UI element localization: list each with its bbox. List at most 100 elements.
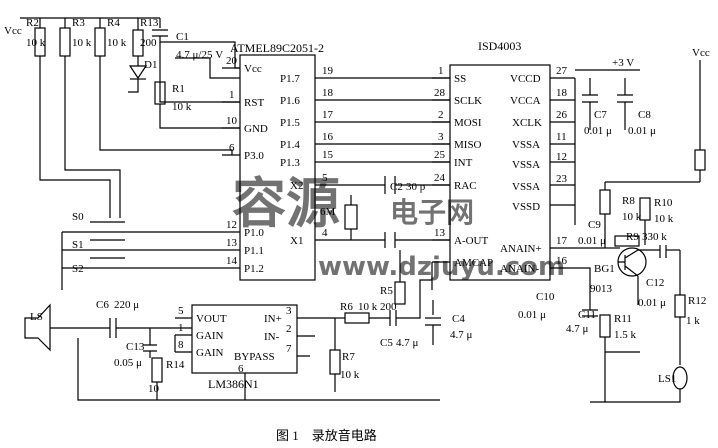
isd-pin-label: VSSA [512, 181, 540, 193]
r1-label: R1 [172, 83, 185, 95]
mcu-pin-label: GND [244, 123, 268, 135]
isd-pin-num: 1 [438, 65, 444, 77]
mcu-pin-num: 19 [322, 65, 334, 77]
c5-value: 4.7 μ [396, 337, 419, 349]
mcu-pin-label: P1.6 [280, 95, 300, 107]
c8-value: 0.01 μ [628, 125, 656, 137]
isd-pin-label: INT [454, 157, 473, 169]
mcu-pin-num: 20 [226, 55, 238, 67]
c7-value: 0.01 μ [584, 125, 612, 137]
c6-value: 220 μ [114, 299, 139, 311]
amp-pin-label: VOUT [196, 313, 227, 325]
isd-pin-label: A-OUT [454, 235, 488, 247]
isd-left-pins: 1 SS 28 SCLK 2 MOSI 3 MISO 25 INT 24 RAC… [434, 65, 493, 269]
c1-label: C1 [176, 31, 189, 43]
amp-pin-num: 6 [238, 363, 244, 375]
watermark-url: www.dzjuyu.com [318, 252, 565, 282]
bg1-label: BG1 [594, 263, 615, 275]
isd-pin-label: ANAIN+ [500, 243, 542, 255]
mcu-pin-num: 5 [322, 172, 328, 184]
mcu-pin-num: 13 [226, 237, 238, 249]
amp-pin-num: 3 [286, 305, 292, 317]
mcu-pin-num: 1 [229, 89, 235, 101]
isd-pin-label: SCLK [454, 95, 482, 107]
c6-label: C6 [96, 299, 109, 311]
mcu-pin-label: RST [244, 97, 264, 109]
r10-value: 10 k [654, 213, 674, 225]
mcu-pin-label: P1.4 [280, 139, 300, 151]
mcu-pin-num: 17 [322, 109, 334, 121]
vcc-label: Vcc [4, 25, 22, 37]
r8-label: R8 [622, 195, 635, 207]
figure-caption: 图 1 录放音电路 [276, 428, 377, 443]
amp-name: LM386N1 [208, 377, 259, 391]
watermark: 容源 电子网 www.dzjuyu.com [232, 172, 565, 282]
r5-value: 200 [380, 301, 397, 313]
mcu-pin-num: 18 [322, 87, 334, 99]
isd-pin-num: 18 [556, 87, 568, 99]
mcu-pin-num: 10 [226, 115, 238, 127]
r12-label: R12 [688, 295, 706, 307]
c10-label: C10 [536, 291, 555, 303]
c1-value: 4.7 μ/25 V [176, 49, 223, 61]
r6-value: 10 k [358, 301, 378, 313]
isd-pin-label: VSSA [512, 159, 540, 171]
transistor-label: 9013 [590, 283, 613, 295]
ls1-label: LS1 [658, 373, 676, 385]
mcu-pin-num: 4 [322, 227, 328, 239]
mcu-pin-num: 6 [229, 142, 235, 154]
watermark-brand: 容源 [232, 172, 340, 235]
isd-pin-num: 25 [434, 149, 446, 161]
isd-pin-label: VCCA [510, 95, 541, 107]
isd-pin-label: MISO [454, 139, 482, 151]
mcu-right-pins: P1.7 19 P1.6 18 P1.5 17 P1.4 16 P1.3 15 … [280, 65, 334, 247]
component-labels: Vcc R2 10 k R3 10 k R4 10 k R1 3 200 C1 4… [4, 17, 710, 395]
isd-pin-label: VCCD [510, 73, 541, 85]
d1-label: D1 [144, 59, 157, 71]
isd-pin-num: 23 [556, 173, 568, 185]
switch-s0-label: S0 [72, 211, 84, 223]
c4-label: C4 [452, 313, 465, 325]
r11-value: 1.5 k [614, 329, 637, 341]
r4-value: 10 k [107, 37, 127, 49]
isd-pin-num: 11 [556, 131, 567, 143]
mcu-pin-num: 16 [322, 131, 334, 143]
isd-pin-num: 12 [556, 151, 567, 163]
mcu-left-pins: 20 Vcc 1 RST 10 GND 6 P3.0 12 P1.0 13 P1… [226, 55, 268, 275]
r8-value: 10 k [622, 211, 642, 223]
c8-label: C8 [638, 109, 651, 121]
amp-pins: 5 VOUT 1 GAIN 8 GAIN IN+ 3 IN- 2 BYPASS … [178, 305, 292, 375]
amp-pin-label: GAIN [196, 347, 224, 359]
mcu-pin-label: X2 [290, 180, 303, 192]
r3-label: R3 [72, 17, 85, 29]
ls-label: LS [30, 311, 43, 323]
r1-value: 10 k [172, 101, 192, 113]
r14-label: R14 [166, 359, 185, 371]
isd-pin-label: ANAIN- [500, 263, 539, 275]
mcu-pin-label: P1.2 [244, 263, 264, 275]
isd-pin-num: 27 [556, 65, 568, 77]
mcu-pin-label: X1 [290, 235, 303, 247]
vcc-right-label: Vcc [692, 47, 710, 59]
c9-label: C9 [588, 219, 601, 231]
amp-pin-label: IN+ [264, 313, 282, 325]
mcu-pin-label: P3.0 [244, 150, 264, 162]
c11-label: C11 [578, 309, 596, 321]
c12-label: C12 [646, 277, 664, 289]
wiring [20, 17, 706, 403]
mcu-pin-label: P1.5 [280, 117, 300, 129]
isd-pin-num: 2 [438, 109, 444, 121]
isd-right-pins: VCCD 27 VCCA 18 XCLK 26 VSSA 11 VSSA 12 … [500, 65, 568, 275]
c13-value: 0.05 μ [114, 357, 142, 369]
c10-value: 0.01 μ [518, 309, 546, 321]
isd-pin-num: 24 [434, 172, 446, 184]
isd-pin-label: VSSD [512, 201, 540, 213]
r4-label: R4 [107, 17, 120, 29]
r7-value: 10 k [340, 369, 360, 381]
isd-pin-num: 26 [556, 109, 568, 121]
r9-value: 330 k [642, 231, 667, 243]
r2-label: R2 [26, 17, 39, 29]
amp-pin-num: 5 [178, 305, 184, 317]
amp-pin-num: 1 [178, 322, 184, 334]
